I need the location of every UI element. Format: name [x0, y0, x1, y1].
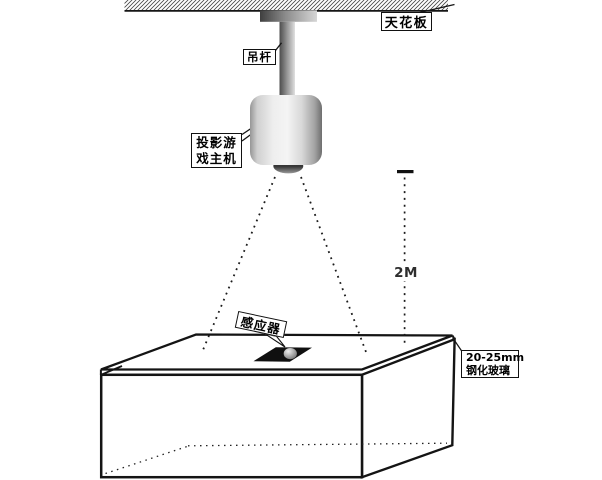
projector-host-label: 投影游 戏主机: [191, 133, 242, 168]
sensor-pad: [253, 347, 312, 362]
glass-left-bottom-edge: [100, 365, 123, 376]
projection-cone-left: [202, 176, 276, 351]
ceiling-label-text: 天花板: [384, 16, 429, 31]
distance-annotation: 2M: [392, 265, 420, 281]
hidden-edge-back-dotted: [187, 442, 448, 447]
glass-spec-label-line2: 钢化玻璃: [466, 364, 510, 377]
hanger-rod-label: 吊杆: [243, 49, 276, 65]
distance-annotation-text: 2M: [394, 265, 418, 281]
rod-label-leader: [274, 42, 283, 51]
projector-host-label-line2: 戏主机: [196, 150, 237, 166]
projector-host-label-line1: 投影游: [196, 134, 237, 150]
projection-cone-right: [300, 176, 367, 353]
hidden-edge-left-dotted: [105, 445, 189, 475]
glass-spec-label: 20-25mm 钢化玻璃: [461, 350, 524, 378]
mount-plate: [260, 10, 317, 22]
measure-top-tick: [397, 170, 414, 174]
hanger-rod-label-text: 吊杆: [247, 50, 272, 64]
hanging-rod: [279, 21, 295, 97]
projector-body: [250, 95, 322, 165]
glass-spec-label-line1: 20-25mm: [466, 351, 525, 364]
ceiling-label: 天花板: [381, 12, 432, 31]
table-front-face: [99, 373, 364, 479]
ceiling-hatch: [124, 0, 448, 11]
sensor-ball: [283, 348, 297, 360]
glass-label-leader: [452, 337, 463, 352]
